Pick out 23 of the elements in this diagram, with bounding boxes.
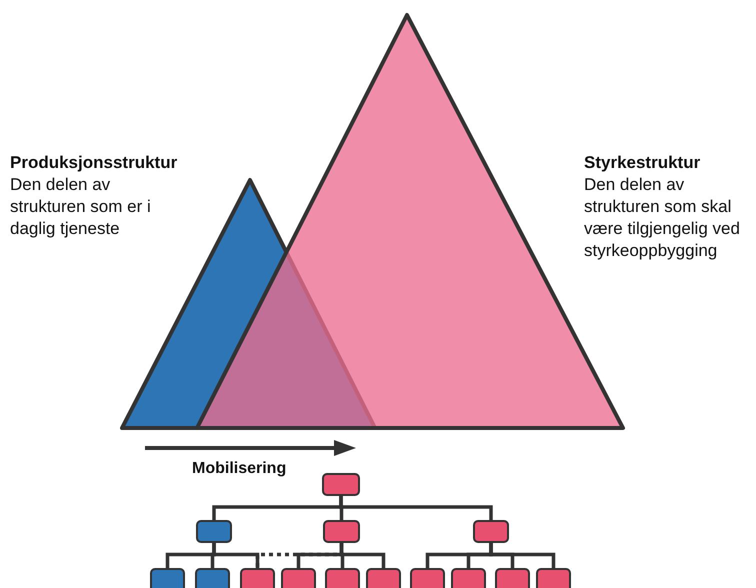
org-chart-box	[322, 473, 360, 496]
connector-line	[489, 543, 556, 568]
arrow-label: Mobilisering	[192, 459, 288, 479]
org-chart-box	[366, 568, 401, 588]
connector-line	[340, 543, 386, 568]
org-chart-box	[150, 568, 185, 588]
org-chart-box	[410, 568, 445, 588]
org-chart-box	[536, 568, 571, 588]
org-chart-box	[281, 568, 316, 588]
org-chart-box	[196, 520, 232, 543]
description: Den delen av strukturen som er i daglig tjeneste	[10, 174, 152, 240]
org-chart-box	[195, 568, 230, 588]
heading: Produksjonsstruktur	[10, 152, 178, 174]
connector-line	[339, 496, 493, 520]
heading: Styrkestruktur	[584, 152, 702, 174]
org-chart-box	[325, 568, 360, 588]
org-chart-box	[495, 568, 530, 588]
connector-line	[212, 543, 260, 568]
org-chart-box	[323, 520, 360, 543]
org-chart-box	[473, 520, 509, 543]
org-chart-box	[451, 568, 486, 588]
org-chart-box	[240, 568, 275, 588]
description: Den delen av strukturen som skal være tilgjengelig ved styrkeoppbygging	[584, 174, 741, 262]
